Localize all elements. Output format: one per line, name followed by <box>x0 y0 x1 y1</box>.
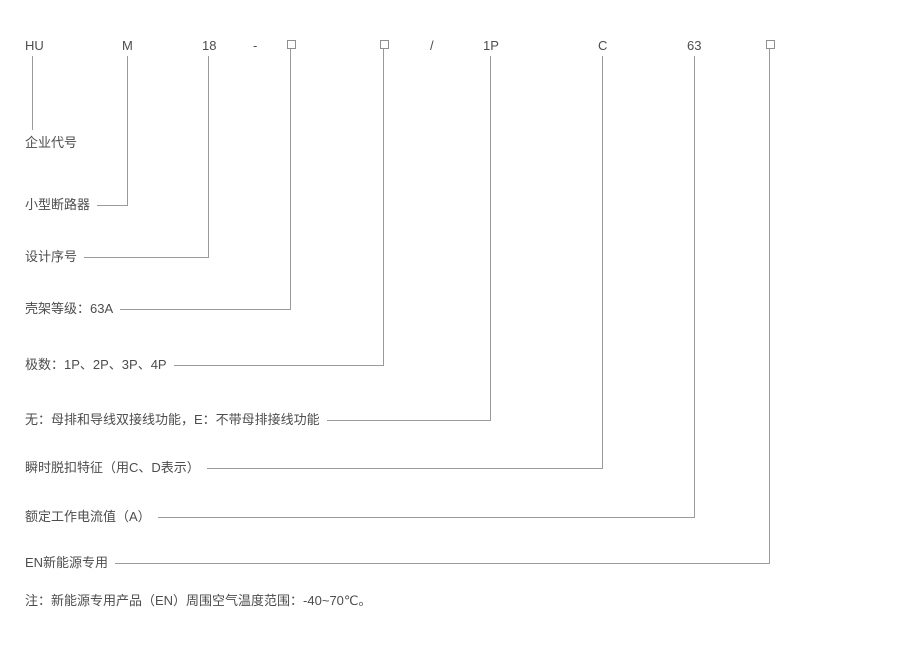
code-segment-poles: 1P <box>483 38 499 53</box>
connector-line-vertical <box>602 56 603 468</box>
connector-line-vertical <box>32 56 33 130</box>
footnote: 注：新能源专用产品（EN）周围空气温度范围：-40~70℃。 <box>25 593 372 608</box>
designation-label: 设计序号 <box>25 249 78 264</box>
code-segment-dash: - <box>253 38 258 53</box>
placeholder-box-icon <box>766 40 775 49</box>
designation-row: 额定工作电流值（A） <box>25 509 695 525</box>
designation-label: 壳架等级：63A <box>25 301 114 316</box>
designation-label: 企业代号 <box>25 135 78 150</box>
connector-line-vertical <box>694 56 695 517</box>
code-segment-enterprise: HU <box>25 38 44 53</box>
designation-label: 小型断路器 <box>25 197 91 212</box>
designation-label: 额定工作电流值（A） <box>25 509 151 524</box>
connector-line-vertical <box>383 49 384 365</box>
connector-line-horizontal <box>173 364 384 366</box>
connector-line-horizontal <box>84 256 209 258</box>
connector-line-vertical <box>769 49 770 563</box>
connector-line-vertical <box>490 56 491 420</box>
connector-line-vertical <box>290 49 291 309</box>
code-segment-breaker-type: M <box>122 38 133 53</box>
connector-line-vertical <box>127 56 128 205</box>
designation-row: EN新能源专用 <box>25 555 770 571</box>
designation-row: 设计序号 <box>25 249 209 265</box>
connector-line-horizontal <box>120 308 291 310</box>
connector-line-horizontal <box>206 467 603 469</box>
designation-label: 瞬时脱扣特征（用C、D表示） <box>25 460 200 475</box>
connector-line-horizontal <box>157 516 695 518</box>
designation-label: 极数：1P、2P、3P、4P <box>25 357 167 372</box>
designation-label: EN新能源专用 <box>25 555 109 570</box>
designation-row: 壳架等级：63A <box>25 301 291 317</box>
connector-line-horizontal <box>115 562 770 564</box>
connector-line-vertical <box>208 56 209 257</box>
connector-line-horizontal <box>326 419 491 421</box>
designation-row: 企业代号 <box>25 135 77 151</box>
designation-row: 瞬时脱扣特征（用C、D表示） <box>25 460 603 476</box>
code-segment-current: 63 <box>687 38 702 53</box>
designation-row: 无：母排和导线双接线功能，E：不带母排接线功能 <box>25 412 491 428</box>
designation-row: 极数：1P、2P、3P、4P <box>25 357 384 373</box>
code-segment-trip-curve: C <box>598 38 608 53</box>
designation-row: 小型断路器 <box>25 197 128 213</box>
code-segment-slash: / <box>430 38 434 53</box>
placeholder-box-icon <box>380 40 389 49</box>
connector-line-horizontal <box>97 204 128 206</box>
code-segment-design-no: 18 <box>202 38 217 53</box>
placeholder-box-icon <box>287 40 296 49</box>
designation-label: 无：母排和导线双接线功能，E：不带母排接线功能 <box>25 412 320 427</box>
